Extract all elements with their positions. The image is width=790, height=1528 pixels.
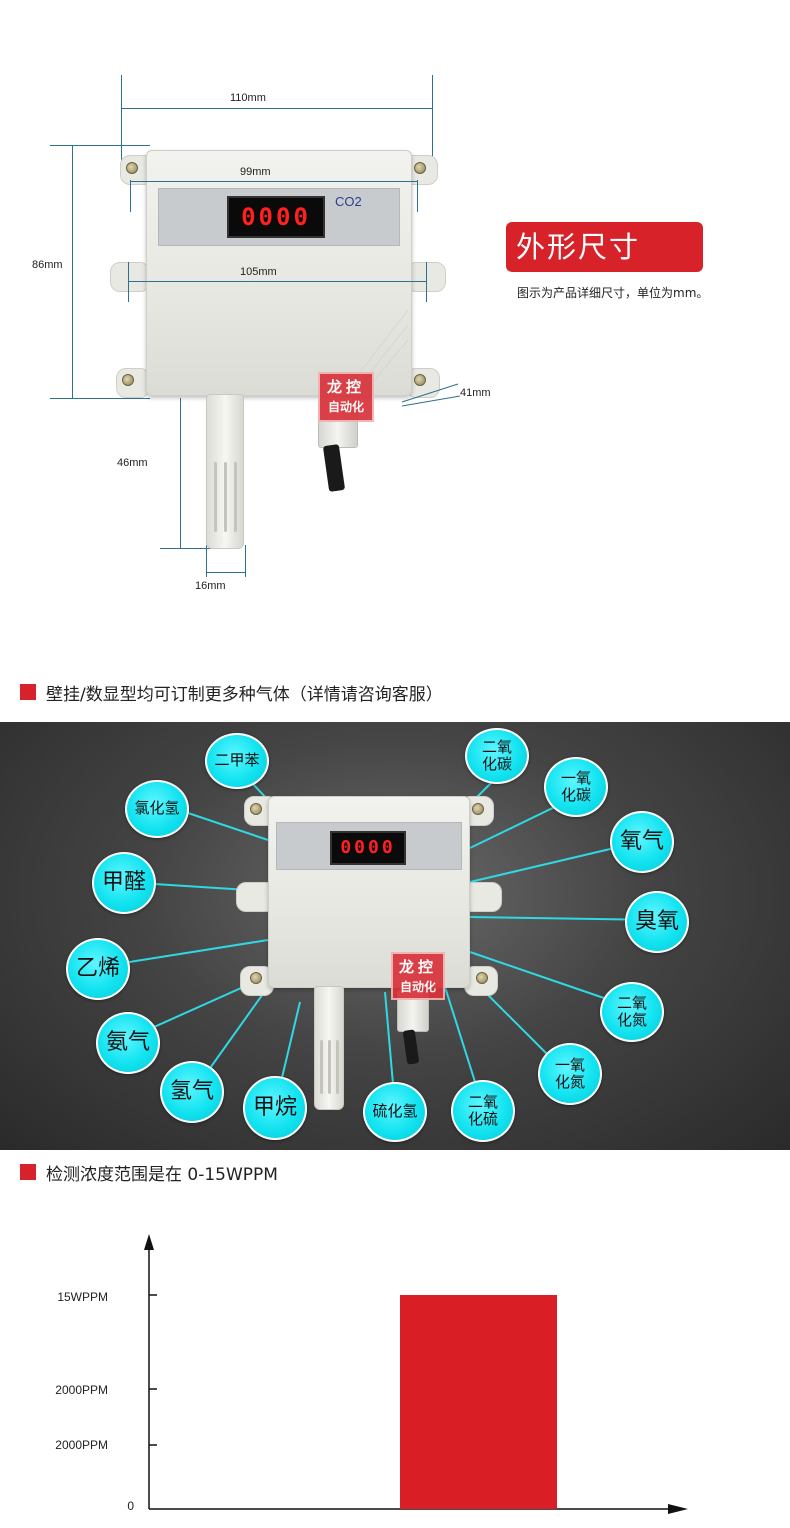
screw-icon (122, 374, 134, 386)
screw-icon (250, 803, 262, 815)
screw-icon (126, 162, 138, 174)
dim-line-41 (401, 383, 461, 407)
screw-icon (476, 972, 488, 984)
dim-line-110 (121, 108, 433, 109)
probe-vent (234, 462, 237, 532)
dim-guide-left (121, 75, 122, 165)
gas-bubble-hydrogen: 氢气 (160, 1061, 224, 1123)
y-tick-label: 15WPPM (57, 1290, 108, 1304)
probe-vent (336, 1040, 339, 1094)
dim-line-86 (72, 145, 73, 399)
dim-line-105 (128, 281, 427, 282)
gas-section-heading: 壁挂/数显型均可订制更多种气体（详情请咨询客服） (20, 682, 443, 705)
dim-guide-99-right (417, 180, 418, 212)
section-description: 图示为产品详细尺寸，单位为mm。 (517, 286, 709, 300)
dim-guide-top (50, 145, 150, 146)
x-axis-arrow-icon (668, 1504, 688, 1514)
gas-bubble-xylene: 二甲苯 (205, 733, 269, 789)
dim-label-99: 99mm (240, 166, 271, 178)
gas-bubble-formaldehyde: 甲醛 (92, 852, 156, 914)
y-axis-arrow-icon (144, 1234, 154, 1250)
probe-vent (224, 462, 227, 532)
gas-bubble-oxygen: 氧气 (610, 811, 674, 873)
brand-stamp: 龙控 自动化 (318, 372, 374, 422)
screw-icon (414, 162, 426, 174)
dim-label-86: 86mm (32, 259, 63, 271)
range-section-heading-text: 检测浓度范围是在 0-15WPPM (46, 1164, 278, 1185)
dim-line-16 (206, 572, 246, 573)
section-title: 外形尺寸 (506, 222, 703, 272)
dim-label-46: 46mm (117, 457, 148, 469)
dim-label-110: 110mm (230, 92, 266, 104)
y-tick-label: 0 (127, 1499, 134, 1513)
led-display: 0000 (227, 196, 325, 238)
dim-label-105: 105mm (240, 266, 277, 278)
gas-bubble-hydrogen-sulfide: 硫化氢 (363, 1082, 427, 1142)
probe-vent (214, 462, 217, 532)
heading-marker (20, 1164, 36, 1180)
dim-line-46 (180, 398, 181, 549)
brand-stamp-preview: 龙控 自动化 (391, 952, 445, 1000)
dim-guide-bottom (50, 398, 150, 399)
dim-guide-right (432, 75, 433, 165)
gas-bubble-hydrogen-chloride: 氯化氢 (125, 780, 189, 838)
dim-guide-105-left (128, 262, 129, 302)
gas-bubble-nitric-oxide: 一氧 化氮 (538, 1043, 602, 1105)
heading-marker (20, 684, 36, 700)
probe-vent (328, 1040, 331, 1094)
screw-icon (414, 374, 426, 386)
gas-section-heading-text: 壁挂/数显型均可订制更多种气体（详情请咨询客服） (46, 684, 443, 705)
dim-guide-99-left (130, 180, 131, 212)
brand-line1: 龙控 (326, 378, 365, 396)
dim-line-99 (130, 181, 418, 182)
cable (322, 444, 346, 492)
brand-line2: 自动化 (327, 400, 364, 414)
y-tick-label: 2000PPM (55, 1383, 108, 1397)
dim-guide-probe-bottom (160, 548, 230, 549)
gas-bubble-ammonia: 氨气 (96, 1012, 160, 1074)
range-bar (400, 1295, 557, 1509)
dim-label-41: 41mm (460, 387, 491, 399)
gas-bubble-carbon-monoxide: 一氧 化碳 (544, 757, 608, 817)
brand-line1: 龙控 (398, 958, 437, 976)
led-display-preview: 0000 (330, 831, 406, 865)
probe-vent (320, 1040, 323, 1094)
screw-icon (472, 803, 484, 815)
gas-bubble-ozone: 臭氧 (625, 891, 689, 953)
gas-bubble-sulfur-dioxide: 二氧 化硫 (451, 1080, 515, 1142)
dim-guide-probe-right (245, 545, 246, 577)
gas-bubble-carbon-dioxide: 二氧 化碳 (465, 728, 529, 784)
gas-bubble-nitrogen-dioxide: 二氧 化氮 (600, 982, 664, 1042)
brand-line2: 自动化 (399, 980, 436, 994)
y-tick-label: 2000PPM (55, 1438, 108, 1452)
range-chart (144, 1234, 688, 1514)
mount-ear (110, 262, 150, 292)
dim-guide-probe-left (206, 545, 207, 577)
gas-type-label: CO2 (335, 194, 362, 209)
screw-icon (250, 972, 262, 984)
gas-bubble-ethylene: 乙烯 (66, 938, 130, 1000)
range-section-heading: 检测浓度范围是在 0-15WPPM (20, 1162, 278, 1185)
dim-guide-105-right (426, 262, 427, 302)
gas-bubble-methane: 甲烷 (243, 1076, 307, 1140)
dim-label-16: 16mm (195, 580, 226, 592)
